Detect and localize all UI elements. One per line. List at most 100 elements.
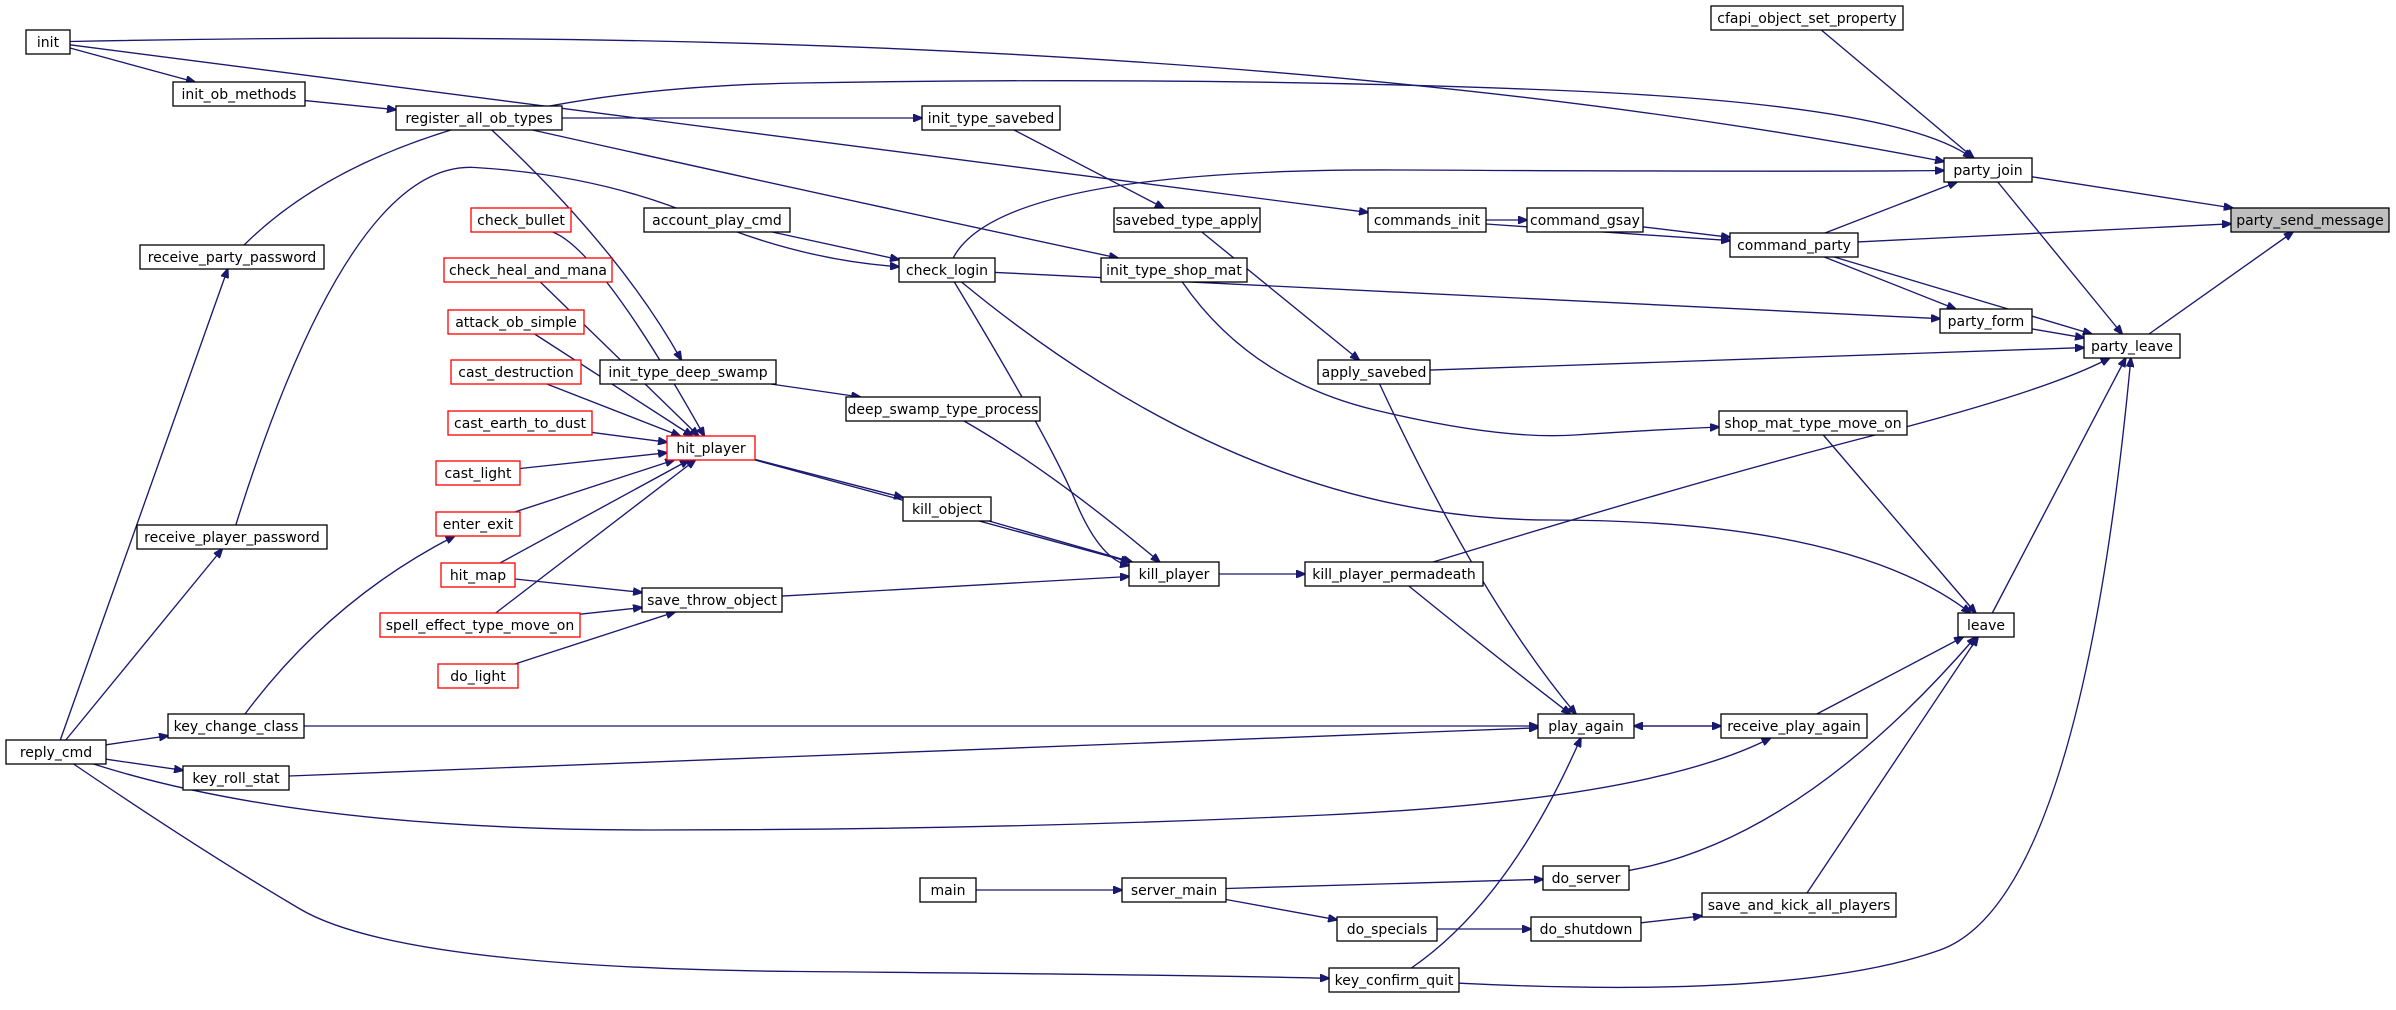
node-box-party_form[interactable]	[1939, 308, 2033, 334]
node-box-receive_player_password[interactable]	[136, 524, 328, 550]
node-box-account_play_cmd[interactable]	[643, 207, 791, 233]
node-shop_mat_type_move_on[interactable]: shop_mat_type_move_on	[1718, 410, 1908, 436]
node-box-check_login[interactable]	[898, 257, 996, 283]
node-receive_party_password[interactable]: receive_party_password	[139, 244, 325, 270]
node-box-deep_swamp_type_process[interactable]	[845, 396, 1041, 422]
node-do_server[interactable]: do_server	[1542, 865, 1630, 891]
node-box-key_change_class[interactable]	[167, 713, 305, 739]
node-command_party[interactable]: command_party	[1729, 232, 1859, 258]
node-deep_swamp_type_process[interactable]: deep_swamp_type_process	[845, 396, 1041, 422]
node-save_and_kick_all_players[interactable]: save_and_kick_all_players	[1701, 892, 1897, 918]
node-hit_map[interactable]: hit_map	[440, 562, 516, 588]
node-init_type_shop_mat[interactable]: init_type_shop_mat	[1100, 257, 1248, 283]
node-box-commands_init[interactable]	[1367, 207, 1487, 233]
node-box-check_bullet[interactable]	[470, 207, 572, 233]
node-check_bullet[interactable]: check_bullet	[470, 207, 572, 233]
node-attack_ob_simple[interactable]: attack_ob_simple	[447, 309, 585, 335]
node-check_login[interactable]: check_login	[898, 257, 996, 283]
node-box-command_party[interactable]	[1729, 232, 1859, 258]
node-box-init[interactable]	[25, 29, 71, 55]
node-register_all_ob_types[interactable]: register_all_ob_types	[395, 105, 563, 131]
node-key_roll_stat[interactable]: key_roll_stat	[182, 765, 290, 791]
node-box-party_send_message[interactable]	[2230, 207, 2390, 233]
node-cast_earth_to_dust[interactable]: cast_earth_to_dust	[447, 410, 593, 436]
node-cast_destruction[interactable]: cast_destruction	[450, 359, 582, 385]
node-save_throw_object[interactable]: save_throw_object	[641, 587, 783, 613]
node-party_leave[interactable]: party_leave	[2083, 333, 2181, 359]
node-box-shop_mat_type_move_on[interactable]	[1718, 410, 1908, 436]
node-box-do_server[interactable]	[1542, 865, 1630, 891]
node-box-init_type_shop_mat[interactable]	[1100, 257, 1248, 283]
node-box-register_all_ob_types[interactable]	[395, 105, 563, 131]
node-kill_player_permadeath[interactable]: kill_player_permadeath	[1304, 561, 1484, 587]
node-box-spell_effect_type_move_on[interactable]	[379, 612, 581, 638]
node-box-command_gsay[interactable]	[1526, 207, 1644, 233]
node-hit_player[interactable]: hit_player	[666, 435, 756, 461]
node-do_light[interactable]: do_light	[437, 663, 519, 689]
node-box-do_shutdown[interactable]	[1530, 916, 1642, 942]
node-party_form[interactable]: party_form	[1939, 308, 2033, 334]
node-savebed_type_apply[interactable]: savebed_type_apply	[1113, 207, 1261, 233]
node-box-hit_map[interactable]	[440, 562, 516, 588]
node-box-cfapi_object_set_property[interactable]	[1710, 5, 1904, 31]
node-box-apply_savebed[interactable]	[1317, 359, 1431, 385]
node-do_shutdown[interactable]: do_shutdown	[1530, 916, 1642, 942]
node-box-kill_player_permadeath[interactable]	[1304, 561, 1484, 587]
node-spell_effect_type_move_on[interactable]: spell_effect_type_move_on	[379, 612, 581, 638]
node-box-do_light[interactable]	[437, 663, 519, 689]
node-box-attack_ob_simple[interactable]	[447, 309, 585, 335]
node-receive_play_again[interactable]: receive_play_again	[1720, 713, 1868, 739]
node-box-party_join[interactable]	[1943, 157, 2033, 183]
node-box-save_throw_object[interactable]	[641, 587, 783, 613]
node-box-init_type_deep_swamp[interactable]	[599, 359, 777, 385]
node-box-savebed_type_apply[interactable]	[1113, 207, 1261, 233]
node-check_heal_and_mana[interactable]: check_heal_and_mana	[443, 257, 613, 283]
node-box-cast_destruction[interactable]	[450, 359, 582, 385]
node-kill_player[interactable]: kill_player	[1128, 561, 1220, 587]
node-commands_init[interactable]: commands_init	[1367, 207, 1487, 233]
node-box-save_and_kick_all_players[interactable]	[1701, 892, 1897, 918]
node-box-cast_earth_to_dust[interactable]	[447, 410, 593, 436]
node-do_specials[interactable]: do_specials	[1336, 916, 1438, 942]
node-box-server_main[interactable]	[1121, 877, 1227, 903]
node-kill_object[interactable]: kill_object	[902, 496, 992, 522]
node-box-receive_play_again[interactable]	[1720, 713, 1868, 739]
node-enter_exit[interactable]: enter_exit	[435, 511, 521, 537]
node-box-init_ob_methods[interactable]	[172, 81, 306, 107]
node-command_gsay[interactable]: command_gsay	[1526, 207, 1644, 233]
node-box-play_again[interactable]	[1537, 713, 1635, 739]
node-init_type_savebed[interactable]: init_type_savebed	[921, 105, 1061, 131]
node-main[interactable]: main	[919, 877, 977, 903]
node-key_change_class[interactable]: key_change_class	[167, 713, 305, 739]
node-cfapi_object_set_property[interactable]: cfapi_object_set_property	[1710, 5, 1904, 31]
node-cast_light[interactable]: cast_light	[435, 460, 521, 486]
node-receive_player_password[interactable]: receive_player_password	[136, 524, 328, 550]
node-box-leave[interactable]	[1957, 612, 2015, 638]
node-box-key_roll_stat[interactable]	[182, 765, 290, 791]
node-box-receive_party_password[interactable]	[139, 244, 325, 270]
node-box-check_heal_and_mana[interactable]	[443, 257, 613, 283]
node-account_play_cmd[interactable]: account_play_cmd	[643, 207, 791, 233]
node-leave[interactable]: leave	[1957, 612, 2015, 638]
node-box-kill_object[interactable]	[902, 496, 992, 522]
node-box-cast_light[interactable]	[435, 460, 521, 486]
node-key_confirm_quit[interactable]: key_confirm_quit	[1328, 967, 1460, 993]
node-party_send_message[interactable]: party_send_message	[2230, 207, 2390, 233]
node-box-reply_cmd[interactable]	[5, 739, 107, 765]
node-box-enter_exit[interactable]	[435, 511, 521, 537]
node-box-party_leave[interactable]	[2083, 333, 2181, 359]
node-init[interactable]: init	[25, 29, 71, 55]
node-play_again[interactable]: play_again	[1537, 713, 1635, 739]
node-init_ob_methods[interactable]: init_ob_methods	[172, 81, 306, 107]
node-apply_savebed[interactable]: apply_savebed	[1317, 359, 1431, 385]
node-party_join[interactable]: party_join	[1943, 157, 2033, 183]
node-box-main[interactable]	[919, 877, 977, 903]
node-reply_cmd[interactable]: reply_cmd	[5, 739, 107, 765]
node-box-kill_player[interactable]	[1128, 561, 1220, 587]
node-box-key_confirm_quit[interactable]	[1328, 967, 1460, 993]
node-box-hit_player[interactable]	[666, 435, 756, 461]
node-box-do_specials[interactable]	[1336, 916, 1438, 942]
node-box-init_type_savebed[interactable]	[921, 105, 1061, 131]
node-server_main[interactable]: server_main	[1121, 877, 1227, 903]
node-init_type_deep_swamp[interactable]: init_type_deep_swamp	[599, 359, 777, 385]
